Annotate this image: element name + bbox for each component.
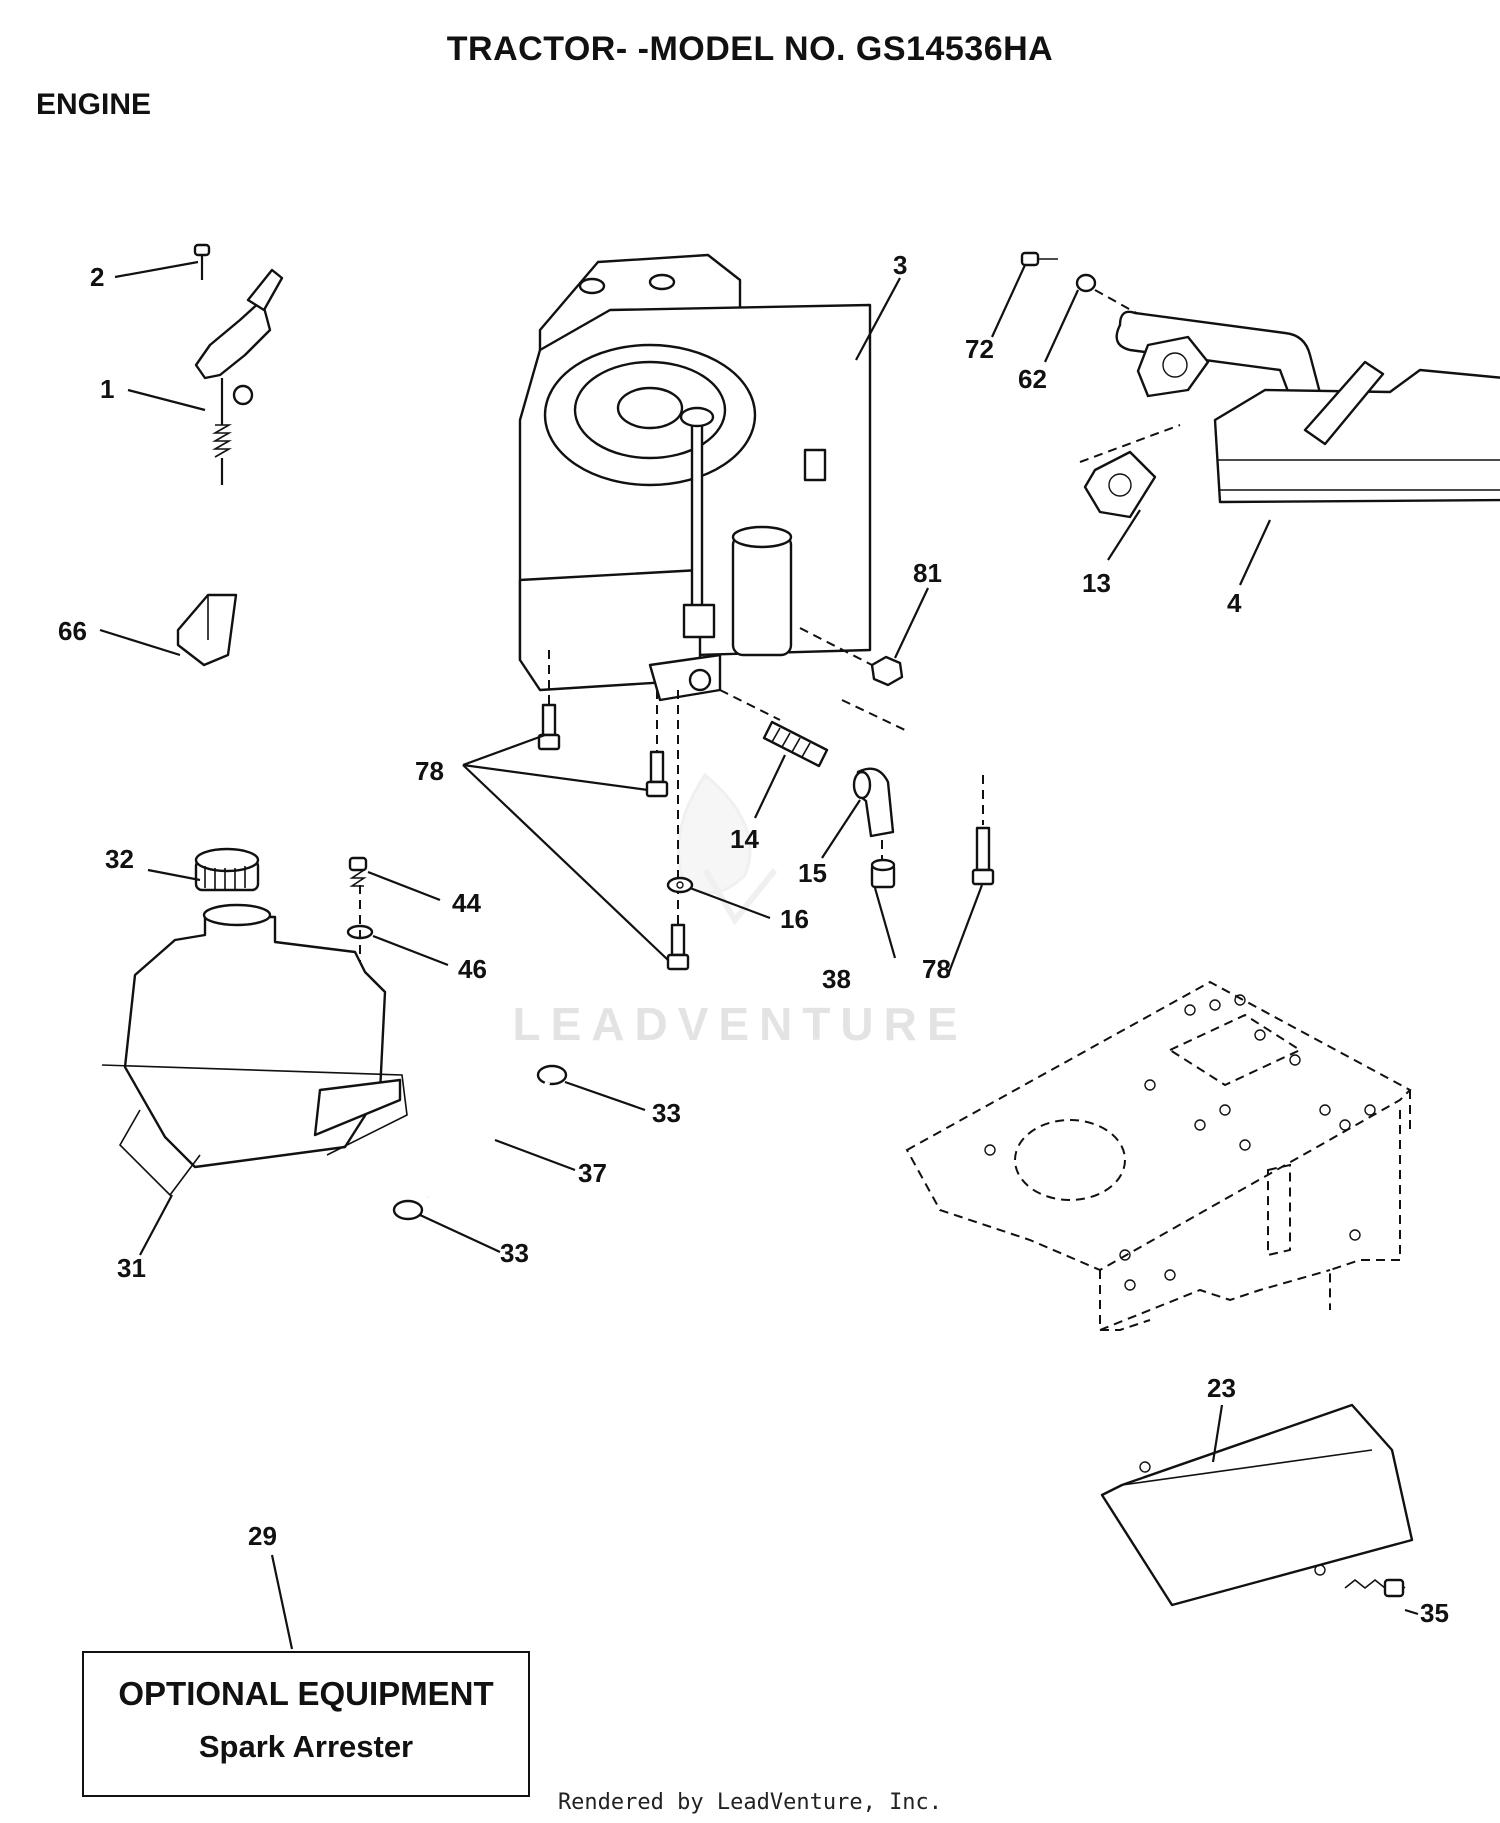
watermark-text: LEADVENTURE xyxy=(512,998,967,1050)
engine-bolt-78-part[interactable] xyxy=(537,703,561,751)
callout-29[interactable]: 29 xyxy=(248,1521,277,1551)
callout-4[interactable]: 4 xyxy=(1227,588,1242,618)
heat-shield-23-part[interactable] xyxy=(1100,1403,1414,1607)
section-title: ENGINE xyxy=(36,88,152,121)
callout-66[interactable]: 66 xyxy=(58,616,87,646)
fuel-line-37-part[interactable] xyxy=(426,1080,551,1200)
callout-32[interactable]: 32 xyxy=(105,844,134,874)
nut-81-part[interactable] xyxy=(870,655,904,687)
cap-38-part[interactable] xyxy=(870,858,896,889)
washer-16-part[interactable] xyxy=(666,876,694,894)
leader-lines xyxy=(99,260,1419,1650)
spark-arrester-label[interactable]: Spark Arrester xyxy=(198,1729,414,1764)
callout-44[interactable]: 44 xyxy=(452,888,481,918)
tractor-frame-part xyxy=(905,980,1412,1331)
engine-part[interactable] xyxy=(518,253,872,702)
callout-1[interactable]: 1 xyxy=(100,374,114,404)
lock-washer-62-part[interactable] xyxy=(1075,273,1097,293)
callout-labels: 2 1 66 3 72 62 13 4 81 78 14 15 16 38 78… xyxy=(58,250,1449,1628)
callout-46[interactable]: 46 xyxy=(458,954,487,984)
callout-81[interactable]: 81 xyxy=(913,558,942,588)
callout-38[interactable]: 38 xyxy=(822,964,851,994)
callout-13[interactable]: 13 xyxy=(1082,568,1111,598)
callout-78[interactable]: 78 xyxy=(415,756,444,786)
callout-35[interactable]: 35 xyxy=(1420,1598,1449,1628)
throttle-control-part[interactable] xyxy=(193,243,284,485)
optional-equipment-box: OPTIONAL EQUIPMENT Spark Arrester xyxy=(82,1651,530,1797)
callout-3[interactable]: 3 xyxy=(893,250,907,280)
page-title: TRACTOR- -MODEL NO. GS14536HA xyxy=(446,30,1054,68)
muffler-4-part[interactable] xyxy=(1213,360,1500,504)
bolt-72-part[interactable] xyxy=(1020,251,1058,267)
callout-33a[interactable]: 33 xyxy=(652,1098,681,1128)
tank-screw-44-part[interactable] xyxy=(348,856,368,887)
footer-credit: Rendered by LeadVenture, Inc. xyxy=(557,1790,943,1815)
engine-bolt-78c-part[interactable] xyxy=(666,923,690,971)
callout-15[interactable]: 15 xyxy=(798,858,827,888)
clamp-33-top-part[interactable] xyxy=(536,1064,568,1086)
callout-72[interactable]: 72 xyxy=(965,334,994,364)
callout-14[interactable]: 14 xyxy=(730,824,759,854)
callout-16[interactable]: 16 xyxy=(780,904,809,934)
drain-pipe-14-part[interactable] xyxy=(762,720,829,768)
callout-78b[interactable]: 78 xyxy=(922,954,951,984)
clamp-33-bottom-part[interactable] xyxy=(392,1199,424,1221)
engine-bolt-78b-part[interactable] xyxy=(645,750,669,798)
gasket-13-part[interactable] xyxy=(1083,450,1157,519)
callout-31[interactable]: 31 xyxy=(117,1253,146,1283)
screw-35-part[interactable] xyxy=(1344,1578,1406,1598)
callout-37[interactable]: 37 xyxy=(578,1158,607,1188)
callout-23[interactable]: 23 xyxy=(1207,1373,1236,1403)
fuel-cap-32-part[interactable] xyxy=(194,847,260,892)
watermark-logo xyxy=(676,772,778,926)
callout-62[interactable]: 62 xyxy=(1018,364,1047,394)
fuel-tank-31-part[interactable] xyxy=(101,903,408,1197)
exhaust-pipe-part[interactable] xyxy=(1115,310,1337,452)
callout-33b[interactable]: 33 xyxy=(500,1238,529,1268)
clip-part[interactable] xyxy=(176,593,238,667)
callout-2[interactable]: 2 xyxy=(90,262,104,292)
optional-equipment-title: OPTIONAL EQUIPMENT xyxy=(118,1675,494,1712)
elbow-15-part[interactable] xyxy=(852,767,895,838)
frame-bolt-78-part[interactable] xyxy=(971,826,995,886)
